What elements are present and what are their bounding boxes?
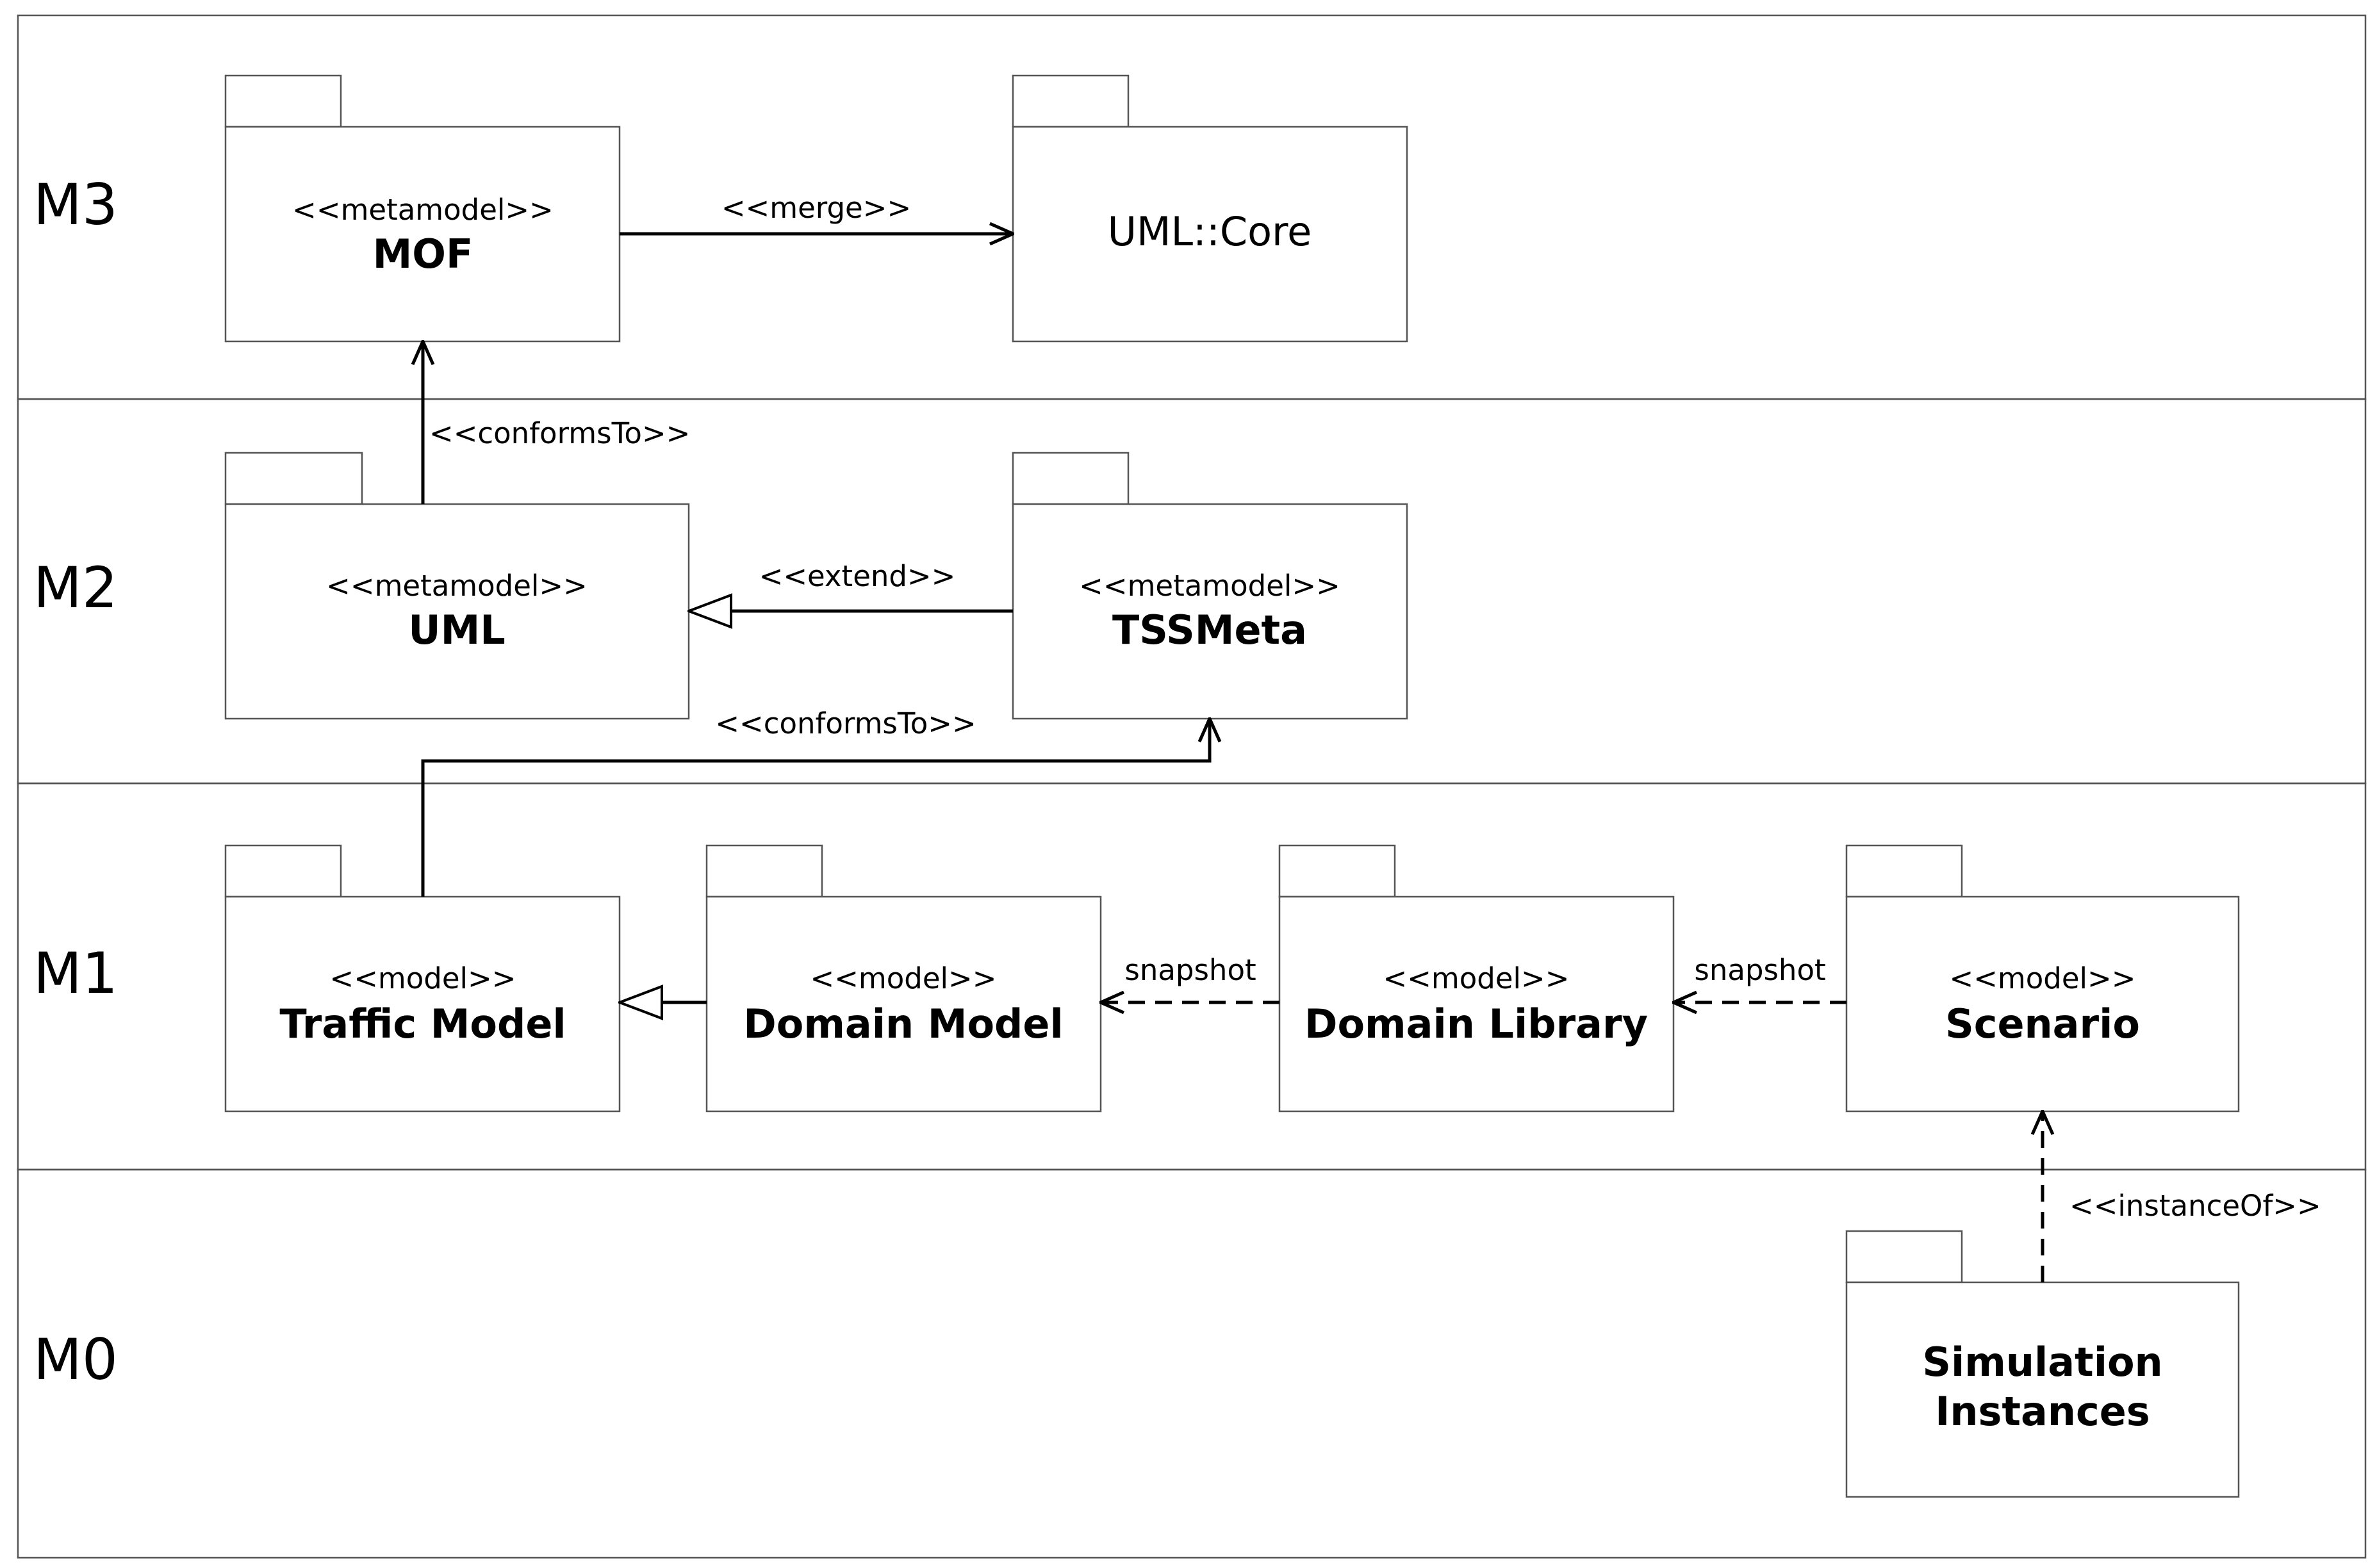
package-name: Domain Library	[1304, 1000, 1648, 1047]
package-name: MOF	[373, 231, 473, 277]
package-stereotype: <<model>>	[330, 961, 516, 995]
package-stereotype: <<model>>	[810, 961, 997, 995]
package-uml-core[interactable]: UML::Core	[1012, 74, 1408, 343]
package-uml[interactable]: <<metamodel>> UML	[224, 452, 690, 720]
package-tab	[1845, 1230, 1963, 1284]
relation-snapshot-domain: snapshot	[1101, 953, 1279, 1002]
package-name: UML::Core	[1108, 208, 1312, 255]
relation-merge: <<merge>>	[620, 191, 1013, 234]
package-body	[705, 895, 1102, 1113]
package-stereotype: <<model>>	[1383, 961, 1570, 995]
package-name: TSSMeta	[1112, 607, 1307, 653]
package-name: Scenario	[1945, 1000, 2140, 1047]
instance-of-label: <<instanceOf>>	[2069, 1189, 2321, 1223]
level-label-m2: M2	[33, 555, 118, 621]
package-stereotype: <<metamodel>>	[1079, 569, 1340, 603]
package-tab	[1012, 452, 1130, 505]
level-label-m1: M1	[33, 940, 118, 1006]
snapshot-label: snapshot	[1124, 953, 1256, 987]
relation-extend: <<extend>>	[689, 559, 1013, 611]
relation-instance-of: <<instanceOf>>	[2043, 1111, 2321, 1282]
relation-traffic-conforms-to-tssmeta: <<conformsTo>>	[421, 706, 1210, 897]
conforms-label: <<conformsTo>>	[429, 416, 690, 450]
package-body	[224, 503, 690, 720]
package-name: Traffic Model	[279, 1000, 566, 1047]
extend-label: <<extend>>	[759, 559, 956, 593]
lane-m0	[17, 1168, 2367, 1559]
package-name-line2: Instances	[1935, 1388, 2150, 1435]
lanes	[17, 14, 2367, 1559]
package-stereotype: <<model>>	[1950, 961, 2136, 995]
package-stereotype: <<metamodel>>	[292, 193, 554, 227]
package-tab	[1012, 74, 1130, 128]
package-tab	[1845, 844, 1963, 898]
package-stereotype: <<metamodel>>	[326, 569, 588, 603]
package-tab	[224, 452, 363, 505]
package-tab	[224, 844, 342, 898]
package-body	[224, 126, 621, 343]
package-body	[1845, 895, 2240, 1113]
relation-snapshot-library: snapshot	[1674, 953, 1846, 1002]
package-name: UML	[408, 607, 506, 653]
conforms-arrow	[421, 719, 1210, 897]
package-body	[1012, 126, 1408, 343]
package-traffic-model[interactable]: <<model>> Traffic Model	[224, 844, 621, 1113]
package-mof[interactable]: <<metamodel>> MOF	[224, 74, 621, 343]
level-label-m3: M3	[33, 172, 118, 238]
package-domain-library[interactable]: <<model>> Domain Library	[1278, 844, 1675, 1113]
level-label-m0: M0	[33, 1327, 118, 1392]
package-scenario[interactable]: <<model>> Scenario	[1845, 844, 2240, 1113]
conforms-label: <<conformsTo>>	[715, 706, 976, 740]
package-tssmeta[interactable]: <<metamodel>> TSSMeta	[1012, 452, 1408, 720]
merge-label: <<merge>>	[721, 191, 911, 225]
package-domain-model[interactable]: <<model>> Domain Model	[705, 844, 1102, 1113]
package-tab	[705, 844, 823, 898]
relation-uml-conforms-to-mof: <<conformsTo>>	[423, 341, 690, 504]
package-name-line1: Simulation	[1922, 1339, 2162, 1385]
package-tab	[224, 74, 342, 128]
package-tab	[1278, 844, 1396, 898]
package-name: Domain Model	[743, 1000, 1063, 1047]
package-body	[1012, 503, 1408, 720]
package-body	[1845, 1281, 2240, 1498]
snapshot-label: snapshot	[1694, 953, 1825, 987]
package-simulation-instances[interactable]: Simulation Instances	[1845, 1230, 2240, 1498]
